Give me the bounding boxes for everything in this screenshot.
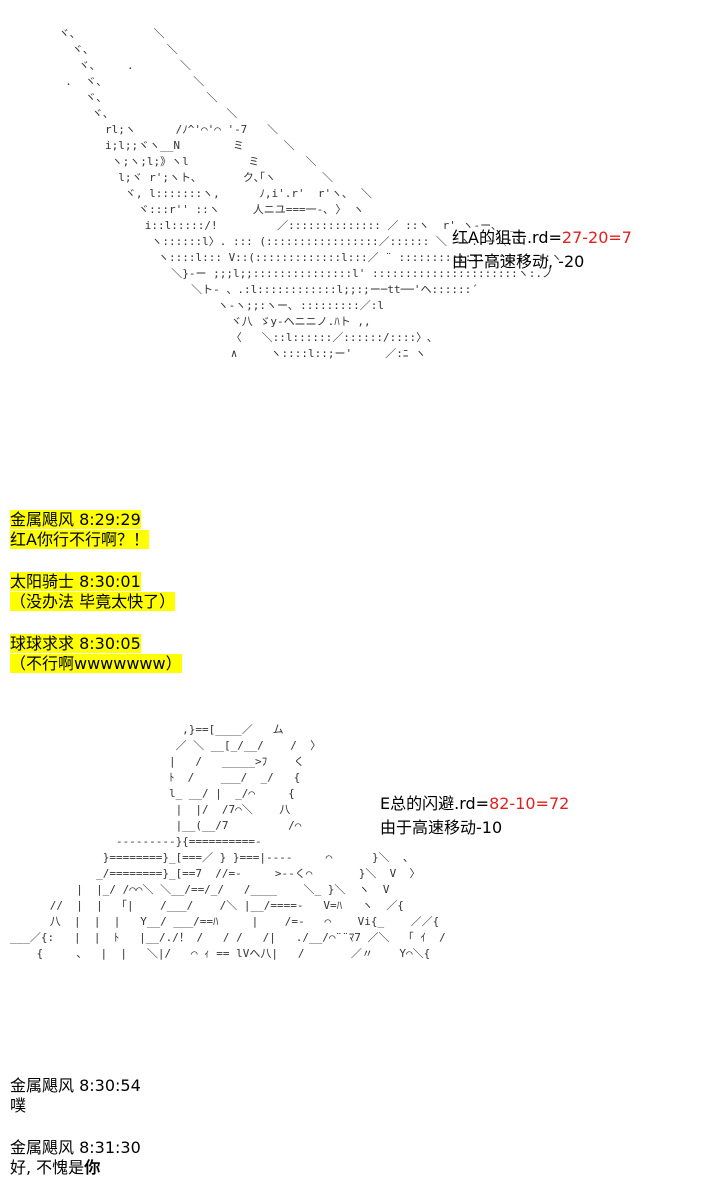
dice-roll-annotation-evade: E总的闪避.rd=82-10=72 由于高速移动-10 bbox=[380, 792, 569, 840]
chat-message: 红A你行不行啊？！ bbox=[10, 530, 149, 549]
chat-header: 太阳骑士 8:30:01 bbox=[10, 572, 141, 591]
chat-message: 好, 不愧是你 bbox=[10, 1158, 101, 1177]
chat-log-highlighted: 金属飓风 8:29:29 红A你行不行啊？！ 太阳骑士 8:30:01 （没办法… bbox=[10, 510, 182, 674]
chat-message: （没办法 毕竟太快了） bbox=[10, 592, 176, 611]
roll-formula: 82-10=72 bbox=[489, 794, 570, 813]
chat-header: 球球求求 8:30:05 bbox=[10, 634, 141, 653]
ascii-art-archer: ヾ、 ＼ ヾ、 ＼ ヾ、 . ＼ . ヾ、 ＼ ヾ、 ＼ ヾ、 ＼ rl;ヽ /… bbox=[58, 27, 562, 360]
chat-header: 金属飓风 8:31:30 bbox=[10, 1138, 141, 1157]
chat-message: 噗 bbox=[10, 1096, 27, 1115]
ascii-art-mech: ,}==[____／ ム ／ ＼ __[_/__/ / 〉 | / _____>… bbox=[10, 723, 446, 960]
roll-line: 红A的狙击.rd=27-20=7 bbox=[452, 228, 632, 247]
chat-log: 金属飓风 8:30:54 噗 金属飓风 8:31:30 好, 不愧是你 bbox=[10, 1076, 141, 1178]
modifier-line: 由于高速移动, -20 bbox=[452, 252, 585, 271]
chat-header: 金属飓风 8:30:54 bbox=[10, 1076, 141, 1095]
modifier-line: 由于高速移动-10 bbox=[380, 818, 503, 837]
chat-message: （不行啊wwwwwww） bbox=[10, 654, 182, 673]
dice-roll-annotation-archer: 红A的狙击.rd=27-20=7 由于高速移动, -20 bbox=[452, 226, 632, 274]
chat-header: 金属飓风 8:29:29 bbox=[10, 510, 141, 529]
roll-formula: 27-20=7 bbox=[561, 228, 632, 247]
roll-line: E总的闪避.rd=82-10=72 bbox=[380, 794, 570, 813]
